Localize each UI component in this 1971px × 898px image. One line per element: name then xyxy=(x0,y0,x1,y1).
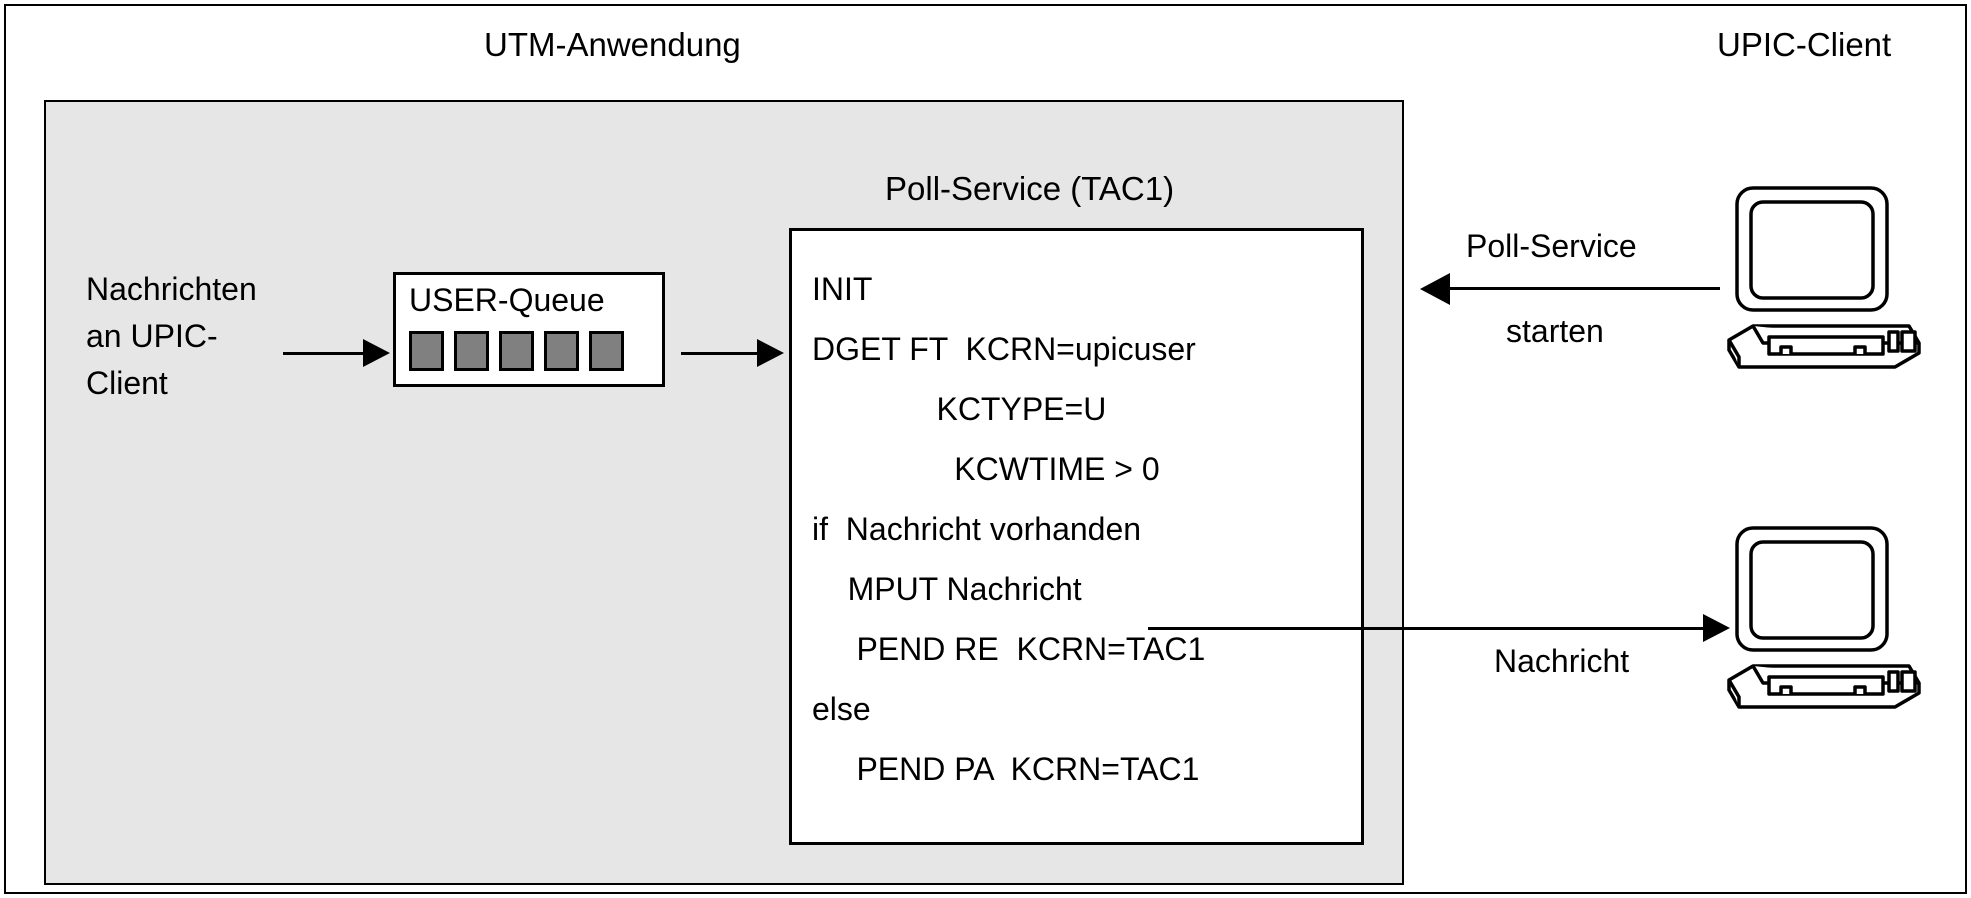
upic-client-heading: UPIC-Client xyxy=(1717,26,1892,63)
messages-label-line-1: Nachrichten xyxy=(86,271,257,307)
poll-service-title: Poll-Service (TAC1) xyxy=(885,170,1175,207)
poll-service-arrow-label-bottom: starten xyxy=(1506,313,1604,349)
arrow-message-to-client-line xyxy=(1148,627,1708,630)
code-line: if Nachricht vorhanden xyxy=(812,511,1142,547)
code-line: INIT xyxy=(812,271,873,307)
messages-label-line-3: Client xyxy=(86,365,168,401)
user-queue-slot xyxy=(454,331,489,371)
arrow-queue-to-service-line xyxy=(681,352,759,355)
code-line: PEND RE KCRN=TAC1 xyxy=(812,631,1206,667)
code-line: MPUT Nachricht xyxy=(812,571,1082,607)
arrow-messages-to-queue-line xyxy=(283,352,365,355)
arrow-start-poll-service-head-icon xyxy=(1420,273,1450,305)
user-queue-slot xyxy=(409,331,444,371)
arrow-start-poll-service-line xyxy=(1450,287,1720,290)
arrow-queue-to-service-head-icon xyxy=(757,339,784,367)
utm-application-heading: UTM-Anwendung xyxy=(484,26,741,63)
user-queue-slot xyxy=(544,331,579,371)
code-line: PEND PA KCRN=TAC1 xyxy=(812,751,1200,787)
computer-terminal-icon xyxy=(1723,520,1923,720)
arrow-messages-to-queue-head-icon xyxy=(363,339,390,367)
code-line: else xyxy=(812,691,871,727)
code-line: KCTYPE=U xyxy=(812,391,1107,427)
message-arrow-label: Nachricht xyxy=(1494,643,1630,679)
code-line: KCWTIME > 0 xyxy=(812,451,1160,487)
user-queue-slot xyxy=(499,331,534,371)
user-queue-box: USER-Queue xyxy=(393,272,665,387)
user-queue-slot-list xyxy=(409,331,624,371)
poll-service-code-box: INIT DGET FT KCRN=upicuser KCTYPE=U KCWTI… xyxy=(789,228,1364,845)
messages-label-line-2: an UPIC- xyxy=(86,318,218,354)
user-queue-slot xyxy=(589,331,624,371)
computer-terminal-icon xyxy=(1723,180,1923,380)
poll-service-arrow-label-top: Poll-Service xyxy=(1466,228,1637,264)
arrow-message-to-client-head-icon xyxy=(1703,614,1730,642)
code-line: DGET FT KCRN=upicuser xyxy=(812,331,1196,367)
user-queue-title: USER-Queue xyxy=(409,282,605,318)
messages-to-upic-client-label: Nachrichten an UPIC- Client xyxy=(86,266,257,407)
